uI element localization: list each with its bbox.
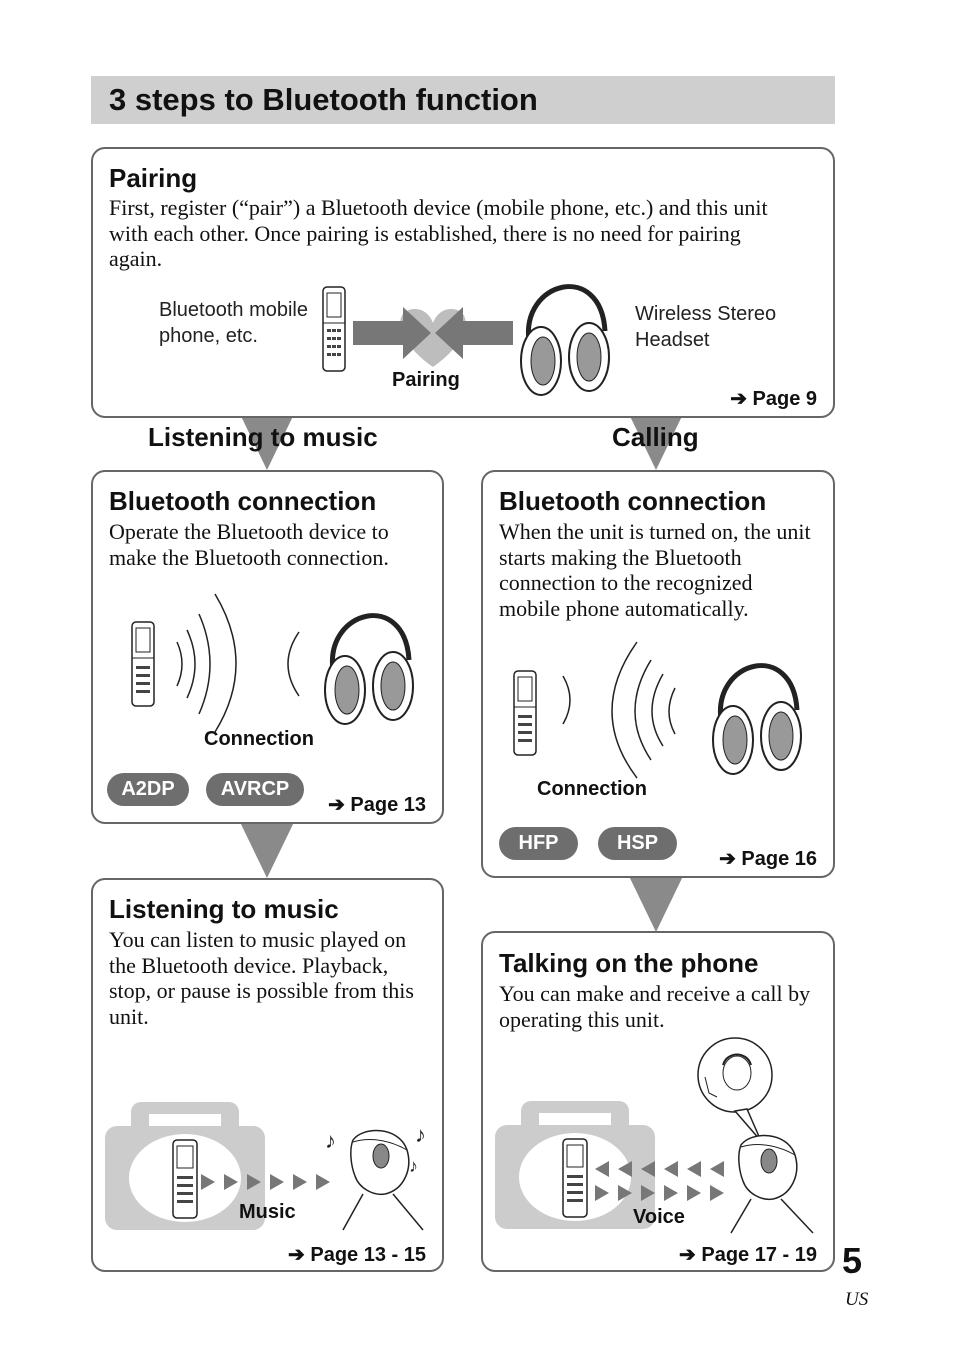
play-arrows-icon: [201, 1174, 330, 1190]
mobile-phone-icon: [513, 670, 537, 756]
call-connection-box: Bluetooth connection When the unit is tu…: [481, 470, 835, 878]
arrow-right-icon: ➔: [679, 1244, 702, 1266]
listening-page-ref: ➔ Page 13 - 15: [288, 1244, 426, 1266]
pairing-page-ref: ➔ Page 9: [730, 388, 817, 410]
music-connection-label: Connection: [204, 728, 314, 750]
arrow-right-icon: ➔: [730, 388, 753, 410]
profile-badge-hsp: HSP: [598, 827, 677, 860]
arrow-right-icon: ➔: [719, 848, 742, 870]
pairing-right-label: Wireless Stereo Headset: [635, 303, 777, 351]
music-connection-heading: Bluetooth connection: [109, 486, 377, 516]
stereo-icon: [495, 1101, 655, 1229]
pairing-heading: Pairing: [109, 163, 198, 193]
listening-body: You can listen to music played on the Bl…: [109, 927, 414, 1029]
svg-text:♪: ♪: [415, 1122, 426, 1147]
flow-label-calling: Calling: [612, 422, 699, 452]
page-number: 5: [842, 1240, 863, 1281]
headset-icon: [520, 284, 610, 396]
arrow-right-icon: ➔: [288, 1244, 311, 1266]
music-connection-page-ref: ➔ Page 13: [328, 794, 426, 816]
voice-arrows-icon: [595, 1161, 724, 1201]
signal-waves-icon: [176, 593, 300, 733]
talking-box: Talking on the phone You can make and re…: [481, 931, 835, 1272]
person-listening-icon: ♪ ♪ ♪: [325, 1122, 426, 1231]
music-connection-box: Bluetooth connection Operate the Bluetoo…: [91, 470, 444, 824]
call-connection-body: When the unit is turned on, the unit sta…: [499, 519, 811, 621]
listening-box: Listening to music You can listen to mus…: [91, 878, 444, 1272]
talking-body: You can make and receive a call by opera…: [499, 981, 811, 1032]
locale-label: US: [845, 1289, 869, 1310]
call-connection-page-ref: ➔ Page 16: [719, 848, 817, 870]
music-connection-body: Operate the Bluetooth device to make the…: [109, 519, 389, 570]
title-bar: 3 steps to Bluetooth function: [91, 76, 835, 124]
svg-text:♪: ♪: [325, 1128, 336, 1153]
arrow-right-icon: ➔: [328, 794, 351, 816]
headset-icon: [712, 663, 802, 775]
pairing-center-label: Pairing: [392, 369, 460, 391]
mobile-phone-icon: [322, 286, 346, 372]
pairing-heart-icon: [353, 307, 513, 367]
person-talking-icon: [730, 1134, 814, 1234]
listening-label: Music: [239, 1201, 296, 1223]
page-title: 3 steps to Bluetooth function: [109, 82, 538, 117]
pairing-left-label: Bluetooth mobile phone, etc.: [159, 299, 308, 347]
talking-heading: Talking on the phone: [499, 948, 759, 978]
signal-waves-icon: [562, 641, 676, 779]
listening-heading: Listening to music: [109, 894, 339, 924]
caller-bubble-icon: [697, 1037, 773, 1142]
flow-label-music: Listening to music: [148, 422, 378, 452]
svg-text:♪: ♪: [409, 1156, 418, 1176]
pairing-box: Pairing First, register (“pair”) a Bluet…: [91, 147, 835, 418]
call-connection-label: Connection: [537, 778, 647, 800]
profile-badge-a2dp: A2DP: [107, 773, 189, 806]
call-connection-heading: Bluetooth connection: [499, 486, 767, 516]
stereo-icon: [105, 1102, 265, 1230]
talking-label: Voice: [633, 1206, 685, 1228]
profile-badge-hfp: HFP: [499, 827, 578, 860]
mobile-phone-icon: [131, 621, 155, 707]
headset-icon: [324, 613, 414, 725]
pairing-body: First, register (“pair”) a Bluetooth dev…: [109, 195, 768, 271]
profile-badge-avrcp: AVRCP: [206, 773, 304, 806]
talking-page-ref: ➔ Page 17 - 19: [679, 1244, 817, 1266]
